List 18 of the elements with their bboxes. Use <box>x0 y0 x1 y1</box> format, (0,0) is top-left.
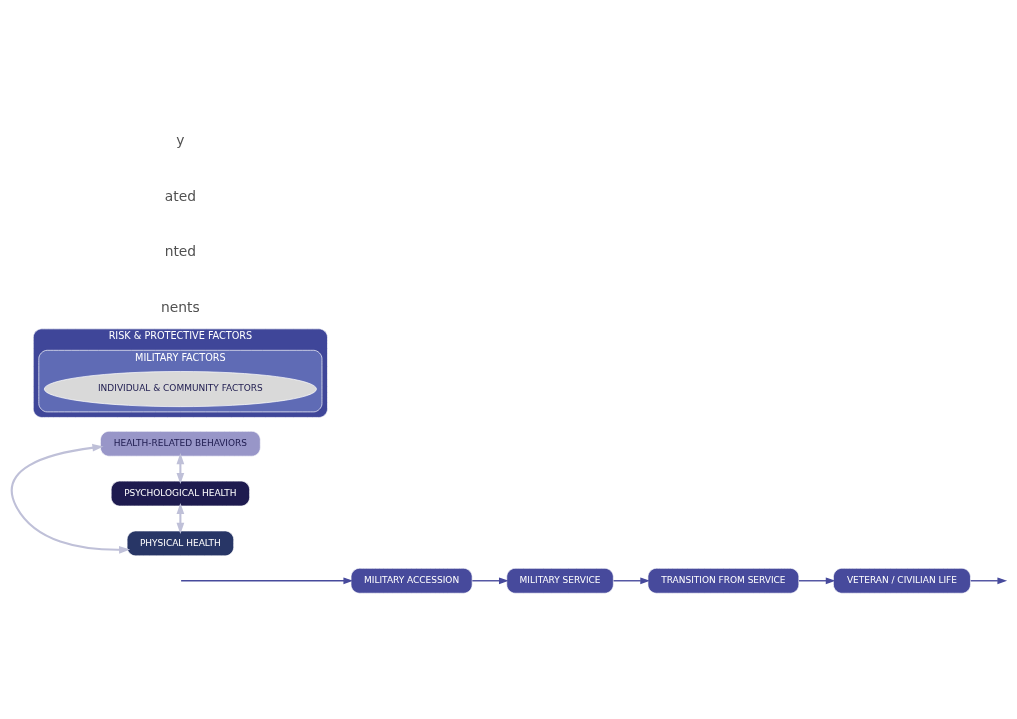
node-box: MILITARY ACCESSION <box>350 567 473 594</box>
node-box: MILITARY SERVICE <box>506 567 614 594</box>
node-box: TRANSITION FROM SERVICE <box>647 567 800 594</box>
arrow <box>798 576 836 584</box>
label: nents <box>161 298 200 315</box>
label: nted <box>164 242 197 259</box>
arrow <box>471 576 509 584</box>
arrow <box>180 576 354 584</box>
label: y <box>176 131 185 148</box>
node-box: PSYCHOLOGICAL HEALTH <box>110 480 250 506</box>
node-box: VETERAN / CIVILIAN LIFE <box>833 567 971 594</box>
arrow <box>10 443 131 554</box>
node-ellipse: INDIVIDUAL & COMMUNITY FACTORS <box>43 370 317 407</box>
label: ated <box>164 187 196 204</box>
arrow <box>612 576 650 584</box>
arrow <box>969 576 1008 584</box>
node-box: HEALTH-RELATED BEHAVIORS <box>100 430 261 457</box>
node-box: PHYSICAL HEALTH <box>126 530 235 556</box>
